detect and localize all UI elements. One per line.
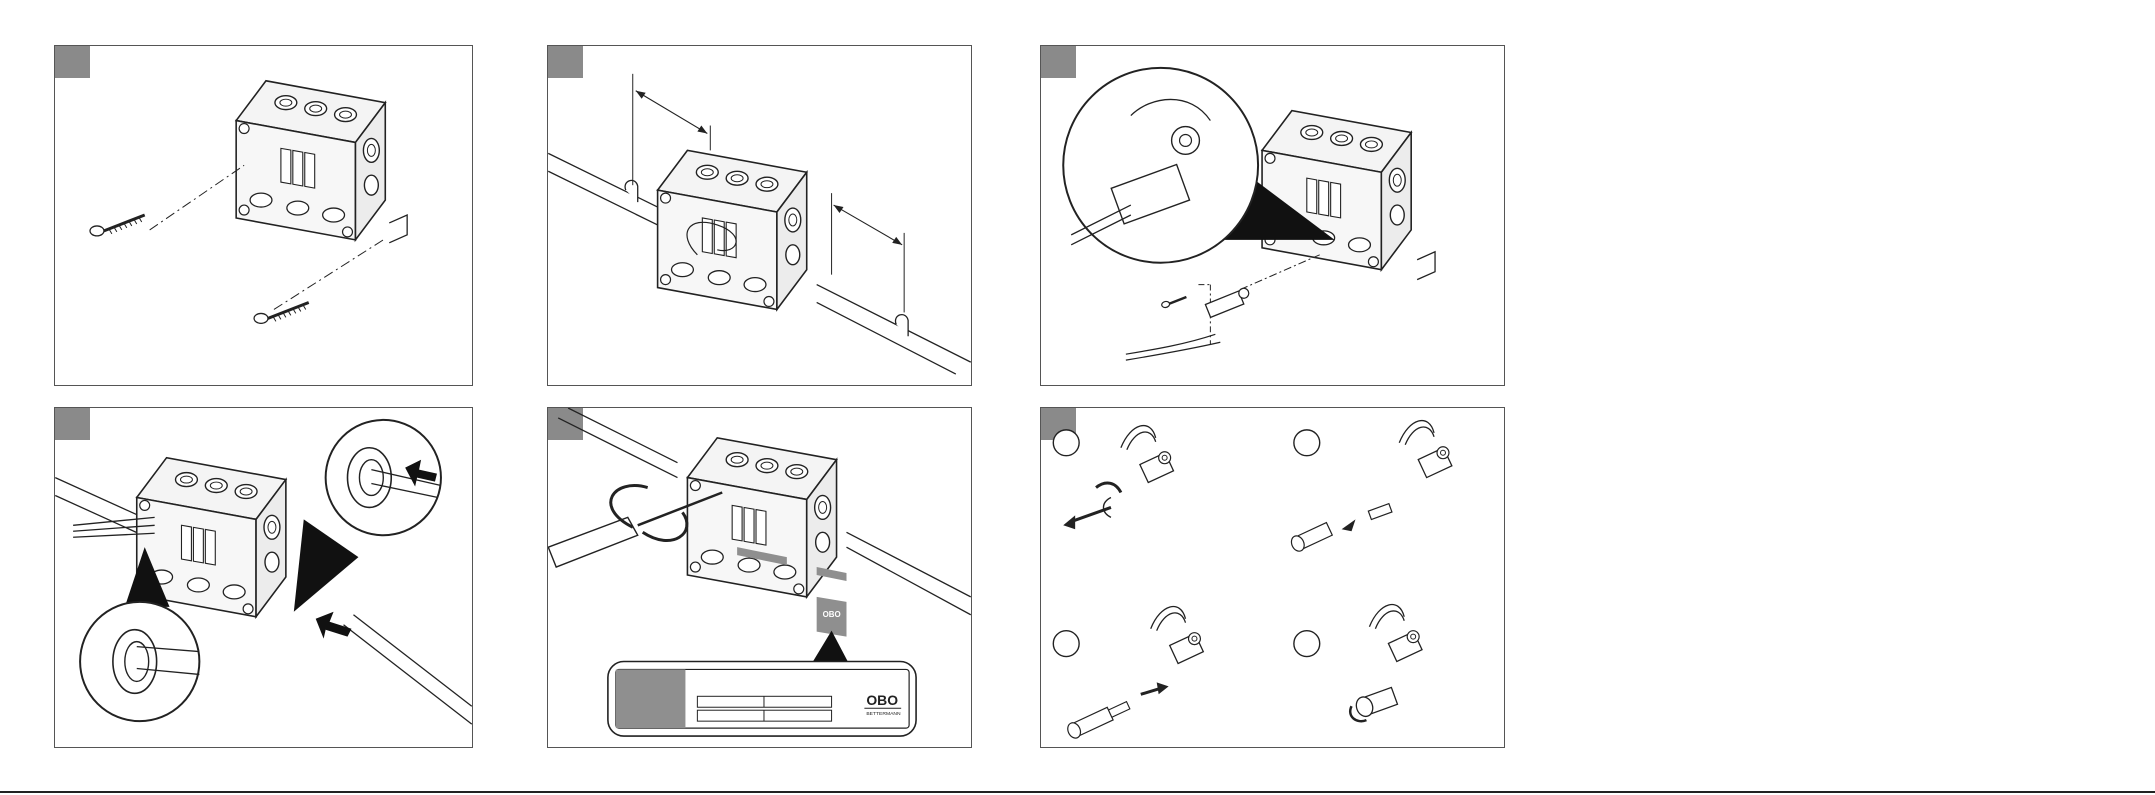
screwdriver-label-icon: OBO OBO BETTERMANN	[548, 408, 971, 747]
substep-c-marker	[1053, 631, 1079, 657]
svg-text:BETTERMANN: BETTERMANN	[866, 711, 901, 717]
cable-insert-icon	[55, 408, 472, 747]
fuse-replace-steps-icon	[1041, 408, 1504, 747]
step-panel-6	[1040, 407, 1505, 748]
step-panel-1	[54, 45, 473, 386]
cable-dimension-icon	[548, 46, 971, 385]
screw-mounting-icon	[55, 46, 472, 385]
substep-a-marker	[1053, 430, 1079, 456]
page-footer-rule	[0, 791, 2155, 793]
brand-logo: OBO BETTERMANN	[864, 692, 901, 717]
step-panel-2	[547, 45, 972, 386]
step-panel-5: OBO OBO BETTERMANN	[547, 407, 972, 748]
substep-d-marker	[1294, 631, 1320, 657]
substep-b-marker	[1294, 430, 1320, 456]
svg-text:OBO: OBO	[823, 610, 841, 619]
svg-text:OBO: OBO	[866, 692, 898, 708]
fuse-holder-zoom-icon	[1041, 46, 1504, 385]
step-panel-4	[54, 407, 473, 748]
step-panel-3	[1040, 45, 1505, 386]
